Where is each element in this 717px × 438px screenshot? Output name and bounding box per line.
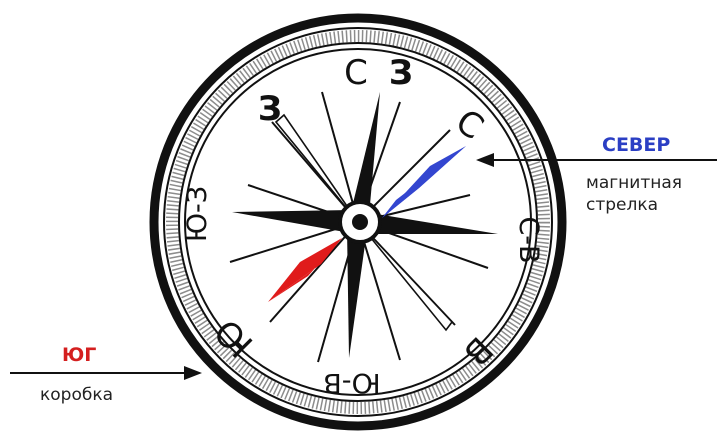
dial-label-yuz: Ю-З: [182, 186, 213, 242]
south-pointer-arrow: [10, 366, 202, 380]
north-callout: СЕВЕР: [602, 134, 712, 156]
north-callout-line2: стрелка: [586, 194, 716, 216]
south-callout: ЮГ: [62, 344, 142, 366]
pivot-hub: [340, 202, 380, 242]
dial-label-c: С: [344, 53, 368, 93]
south-callout-line1: коробка: [40, 384, 170, 406]
dial-label-yuv: Ю-В: [323, 367, 380, 398]
north-callout-body: магнитная стрелка: [586, 172, 716, 216]
north-callout-title: СЕВЕР: [602, 134, 712, 156]
north-callout-line1: магнитная: [586, 172, 716, 194]
dial-label-cz: З: [389, 53, 413, 93]
dial-label-z-bold: З: [258, 89, 282, 129]
dial-label-cv: С-В: [513, 216, 544, 263]
south-callout-title: ЮГ: [62, 344, 142, 366]
south-callout-body: коробка: [40, 384, 170, 406]
